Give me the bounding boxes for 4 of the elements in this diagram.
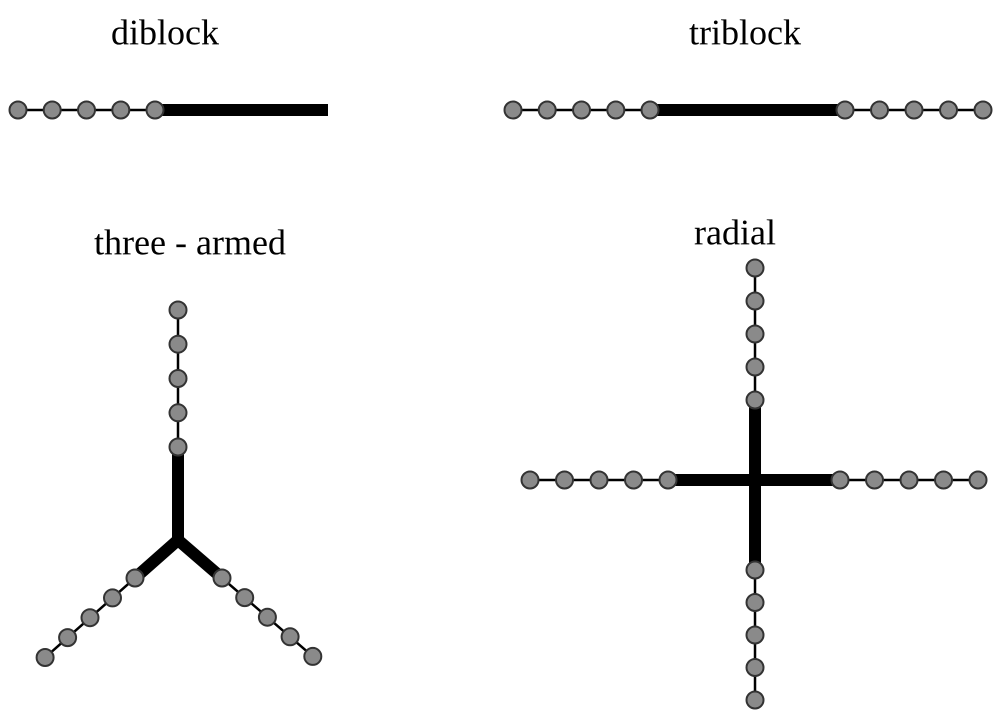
chain-label: three - armed [94, 229, 286, 255]
chain-label: radial [694, 219, 776, 245]
chain-label: triblock [689, 19, 802, 45]
chain-label: diblock [112, 19, 220, 45]
